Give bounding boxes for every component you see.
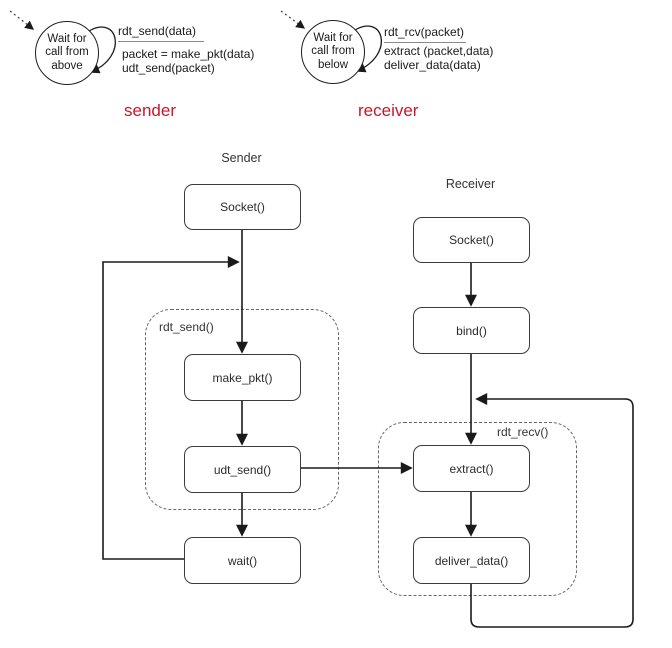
node-sender-socket: Socket() [184, 184, 301, 230]
fsm-receiver-self-loop [354, 25, 383, 73]
node-sender-make-pkt: make_pkt() [184, 354, 301, 401]
receiver-group-box [378, 422, 577, 596]
fsm-receiver-state-line: below [317, 58, 349, 71]
connector-deliver-loopback [470, 393, 634, 628]
node-receiver-deliver-data: deliver_data() [413, 537, 530, 584]
fsm-receiver-state-circle: Wait for call from below [301, 20, 365, 84]
fsm-receiver-entry-arrow [280, 10, 306, 29]
receiver-group-label: rdt_recv() [497, 425, 549, 439]
node-receiver-bind: bind() [413, 307, 530, 354]
fsm-sender-entry-arrow [9, 10, 35, 30]
fsm-receiver-state-line: call from [311, 45, 355, 58]
fsm-sender-event-label: rdt_send(data) [118, 24, 205, 42]
fsm-receiver-state-line: Wait for [313, 31, 353, 44]
fsm-sender-action-line: udt_send(packet) [122, 60, 215, 75]
fsm-sender-state-circle: Wait for call from above [35, 21, 99, 85]
sender-group-label: rdt_send() [159, 320, 214, 334]
connector-wait-loopback [102, 256, 240, 560]
fsm-sender-state-line: call from [45, 46, 89, 59]
receiver-caption: receiver [358, 101, 419, 120]
node-receiver-socket: Socket() [413, 217, 530, 263]
node-receiver-extract: extract() [413, 445, 530, 492]
fsm-sender-state-line: Wait for [47, 32, 87, 45]
fsm-receiver-action-line: deliver_data(data) [384, 57, 481, 72]
fsm-receiver-action-line: extract (packet,data) [384, 44, 494, 58]
fsm-receiver-actions: extract (packet,data) deliver_data(data) [384, 44, 494, 72]
node-sender-udt-send: udt_send() [184, 446, 301, 493]
node-sender-wait: wait() [184, 537, 301, 584]
fsm-sender-actions: packet = make_pkt(data) udt_send(packet) [122, 47, 255, 75]
flow-sender-title: Sender [221, 151, 262, 165]
fsm-sender-self-loop [88, 26, 117, 74]
flow-receiver-title: Receiver [445, 177, 496, 191]
fsm-sender-state-line: above [51, 59, 83, 72]
fsm-sender-action-line: packet = make_pkt(data) [122, 47, 255, 61]
fsm-receiver-event-label: rdt_rcv(packet) [384, 25, 467, 43]
sender-caption: sender [124, 101, 176, 120]
